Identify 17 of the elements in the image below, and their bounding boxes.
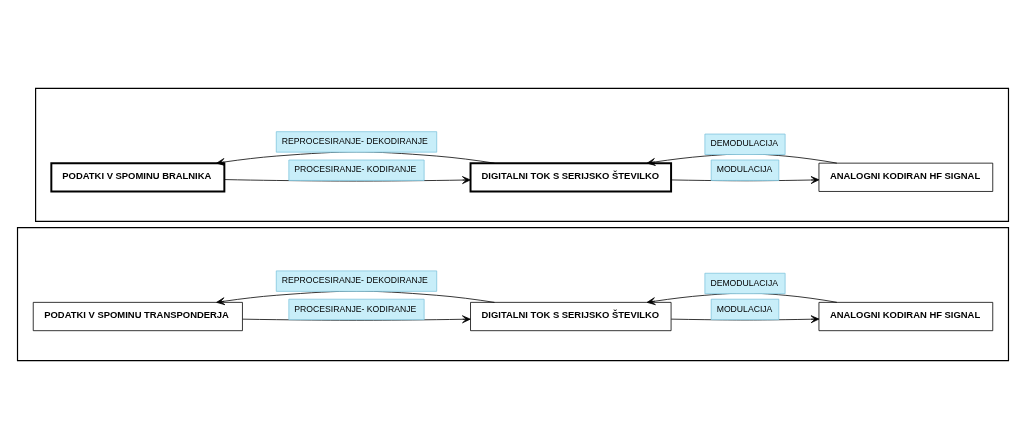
edge-label: REPROCESIRANJE- DEKODIRANJE (281, 274, 428, 285)
edge-label: PROCESIRANJE- KODIRANJE (294, 303, 417, 314)
edge-label: DEMODULACIJA (710, 277, 779, 288)
cluster (16, 226, 1010, 361)
edge-label: MODULACIJA (716, 303, 773, 314)
node-box: PODATKI V SPOMINU BRALNIKA (50, 161, 226, 192)
arrow (242, 314, 471, 323)
node-box: PODATKI V SPOMINU TRANSPONDERJA (32, 301, 243, 331)
node-box: ANALOGNI KODIRAN HF SIGNAL (818, 162, 994, 192)
edge-label: MODULACIJA (716, 163, 773, 174)
edge-label: DEMODULACIJA (710, 137, 779, 148)
edge-label: PROCESIRANJE- KODIRANJE (294, 163, 417, 174)
cluster (35, 87, 1010, 222)
node-box: DIGITALNI TOK S SERIJSKO ŠTEVILKO (470, 301, 672, 331)
node-box: DIGITALNI TOK S SERIJSKO ŠTEVILKO (469, 161, 673, 192)
edge-label: REPROCESIRANJE- DEKODIRANJE (281, 135, 428, 146)
node-box: ANALOGNI KODIRAN HF SIGNAL (818, 301, 994, 331)
